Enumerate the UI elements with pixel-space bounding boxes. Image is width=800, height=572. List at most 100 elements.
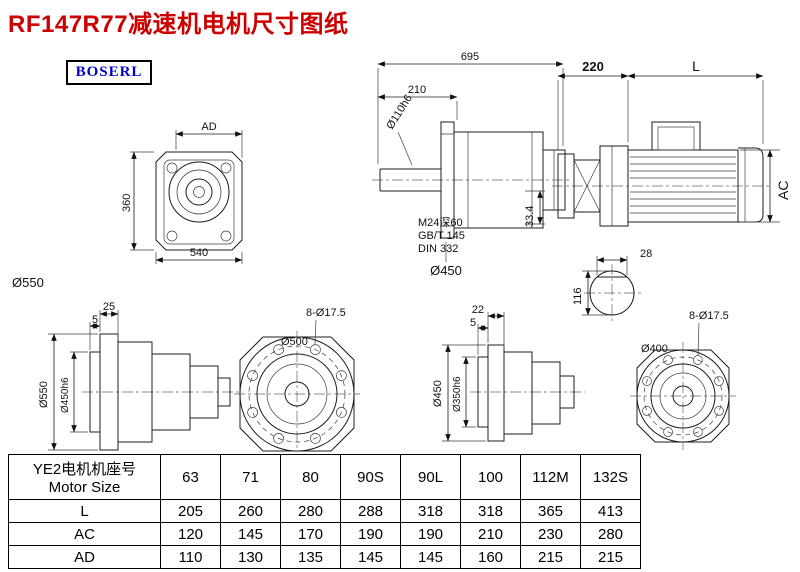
flange-front-view-b: Ø400 8-Ø17.5 bbox=[630, 310, 736, 450]
flange-gearbox-side-view-b: 22 5 Ø450 Ø350h6 bbox=[432, 304, 585, 442]
dim-flange-od-a: Ø550 bbox=[38, 381, 50, 408]
bolt-hole bbox=[336, 407, 347, 418]
dim-695: 695 bbox=[461, 51, 479, 63]
label-bolt-circle-b: Ø400 bbox=[641, 343, 668, 355]
size-col-header: 112M bbox=[520, 454, 581, 500]
motor-size-header-cell: YE2电机机座号 Motor Size bbox=[8, 454, 161, 500]
dim-5b: 5 bbox=[470, 317, 476, 329]
cooling-fins bbox=[630, 156, 736, 214]
bolt-hole bbox=[310, 433, 321, 444]
dim-motor-length: L bbox=[692, 58, 700, 74]
fan-cowl bbox=[738, 147, 764, 223]
dim-ad: AD bbox=[201, 121, 216, 133]
label-holes-b: 8-Ø17.5 bbox=[689, 310, 729, 322]
bolt-hole bbox=[642, 376, 652, 386]
bolt-hole bbox=[336, 370, 347, 381]
table-row-AD: AD 110 130 135 145 145 160 215 215 bbox=[8, 545, 641, 569]
table-header-row: YE2电机机座号 Motor Size 63 71 80 90S 90L 100… bbox=[8, 454, 641, 500]
bolt-hole bbox=[310, 344, 321, 355]
input-shaft bbox=[379, 168, 441, 192]
row-label: AC bbox=[8, 522, 161, 546]
value-cell: 135 bbox=[280, 545, 341, 569]
value-cell: 190 bbox=[340, 522, 401, 546]
dim-220: 220 bbox=[582, 59, 604, 74]
bolt-hole bbox=[220, 162, 232, 174]
bolt-hole bbox=[693, 427, 703, 437]
motor-size-table: YE2电机机座号 Motor Size 63 71 80 90S 90L 100… bbox=[8, 454, 641, 569]
size-col-header: 71 bbox=[220, 454, 281, 500]
value-cell: 318 bbox=[400, 499, 461, 523]
value-cell: 190 bbox=[400, 522, 461, 546]
value-cell: 120 bbox=[160, 522, 221, 546]
dim-5a: 5 bbox=[92, 314, 98, 326]
value-cell: 318 bbox=[460, 499, 521, 523]
bolt-hole bbox=[663, 355, 673, 365]
size-col-header: 63 bbox=[160, 454, 221, 500]
value-cell: 110 bbox=[160, 545, 221, 569]
header-en: Motor Size bbox=[48, 479, 121, 496]
bolt-circle bbox=[643, 356, 723, 436]
dim-25: 25 bbox=[103, 301, 115, 313]
label-std-gbt: GB/T 145 bbox=[418, 230, 465, 242]
size-col-header: 90S bbox=[340, 454, 401, 500]
row-label: AD bbox=[8, 545, 161, 569]
bolt-hole bbox=[220, 230, 232, 242]
value-cell: 280 bbox=[280, 499, 341, 523]
size-col-header: 90L bbox=[400, 454, 461, 500]
table-row-L: L 205 260 280 288 318 318 365 413 bbox=[8, 499, 641, 523]
value-cell: 130 bbox=[220, 545, 281, 569]
housing-inner bbox=[163, 159, 235, 245]
flange-front-view-a: Ø500 8-Ø17.5 bbox=[234, 307, 360, 452]
size-col-header: 132S bbox=[580, 454, 641, 500]
dim-22: 22 bbox=[472, 304, 484, 316]
value-cell: 230 bbox=[520, 522, 581, 546]
value-cell: 288 bbox=[340, 499, 401, 523]
dim-spigot-a: Ø450h6 bbox=[60, 377, 71, 413]
label-front-flange-od: Ø550 bbox=[12, 275, 44, 290]
value-cell: 145 bbox=[340, 545, 401, 569]
value-cell: 145 bbox=[220, 522, 281, 546]
value-cell: 280 bbox=[580, 522, 641, 546]
label-shaft-dia: Ø110h6 bbox=[384, 93, 414, 132]
label-holes-a: 8-Ø17.5 bbox=[306, 307, 346, 319]
row-label: L bbox=[8, 499, 161, 523]
gearbox-side-view: 695 210 Ø110h6 M24深60 GB/T 145 DIN 332 3… bbox=[372, 51, 570, 278]
bearing-boss bbox=[168, 161, 230, 223]
bolt-hole bbox=[166, 162, 178, 174]
flange-outline bbox=[636, 349, 730, 443]
header-cn: YE2电机机座号 bbox=[32, 461, 137, 478]
value-cell: 145 bbox=[400, 545, 461, 569]
dim-ac: AC bbox=[775, 181, 791, 200]
gearbox-front-view: AD 360 540 Ø550 bbox=[12, 121, 243, 290]
value-cell: 215 bbox=[580, 545, 641, 569]
value-cell: 260 bbox=[220, 499, 281, 523]
dim-540: 540 bbox=[190, 247, 208, 259]
brand-logo: BOSERL bbox=[66, 60, 152, 85]
flange-gearbox-side-view-a: 25 5 Ø550 Ø450h6 bbox=[38, 301, 240, 451]
value-cell: 170 bbox=[280, 522, 341, 546]
flange-outline bbox=[239, 336, 355, 452]
bolt-hole bbox=[642, 406, 652, 416]
value-cell: 365 bbox=[520, 499, 581, 523]
bolt-hole bbox=[714, 376, 724, 386]
label-bolt-circle-a: Ø500 bbox=[281, 336, 308, 348]
dim-116: 116 bbox=[572, 287, 584, 305]
table-row-AC: AC 120 145 170 190 190 210 230 280 bbox=[8, 522, 641, 546]
value-cell: 210 bbox=[460, 522, 521, 546]
housing-outline bbox=[155, 151, 243, 251]
motor-side-view: 220 L AC 28 116 bbox=[552, 58, 791, 322]
value-cell: 215 bbox=[520, 545, 581, 569]
dim-210: 210 bbox=[408, 84, 426, 96]
dim-flange-od-b: Ø450 bbox=[432, 380, 444, 407]
technical-drawing: AD 360 540 Ø550 695 210 Ø110h6 M24深60 GB… bbox=[12, 51, 791, 452]
size-col-header: 100 bbox=[460, 454, 521, 500]
value-cell: 205 bbox=[160, 499, 221, 523]
dim-28: 28 bbox=[640, 248, 652, 260]
flange-plate bbox=[487, 344, 505, 442]
bolt-hole bbox=[273, 433, 284, 444]
bolt-hole bbox=[714, 406, 724, 416]
bolt-hole bbox=[247, 370, 258, 381]
value-cell: 160 bbox=[460, 545, 521, 569]
bolt-hole bbox=[663, 427, 673, 437]
value-cell: 413 bbox=[580, 499, 641, 523]
